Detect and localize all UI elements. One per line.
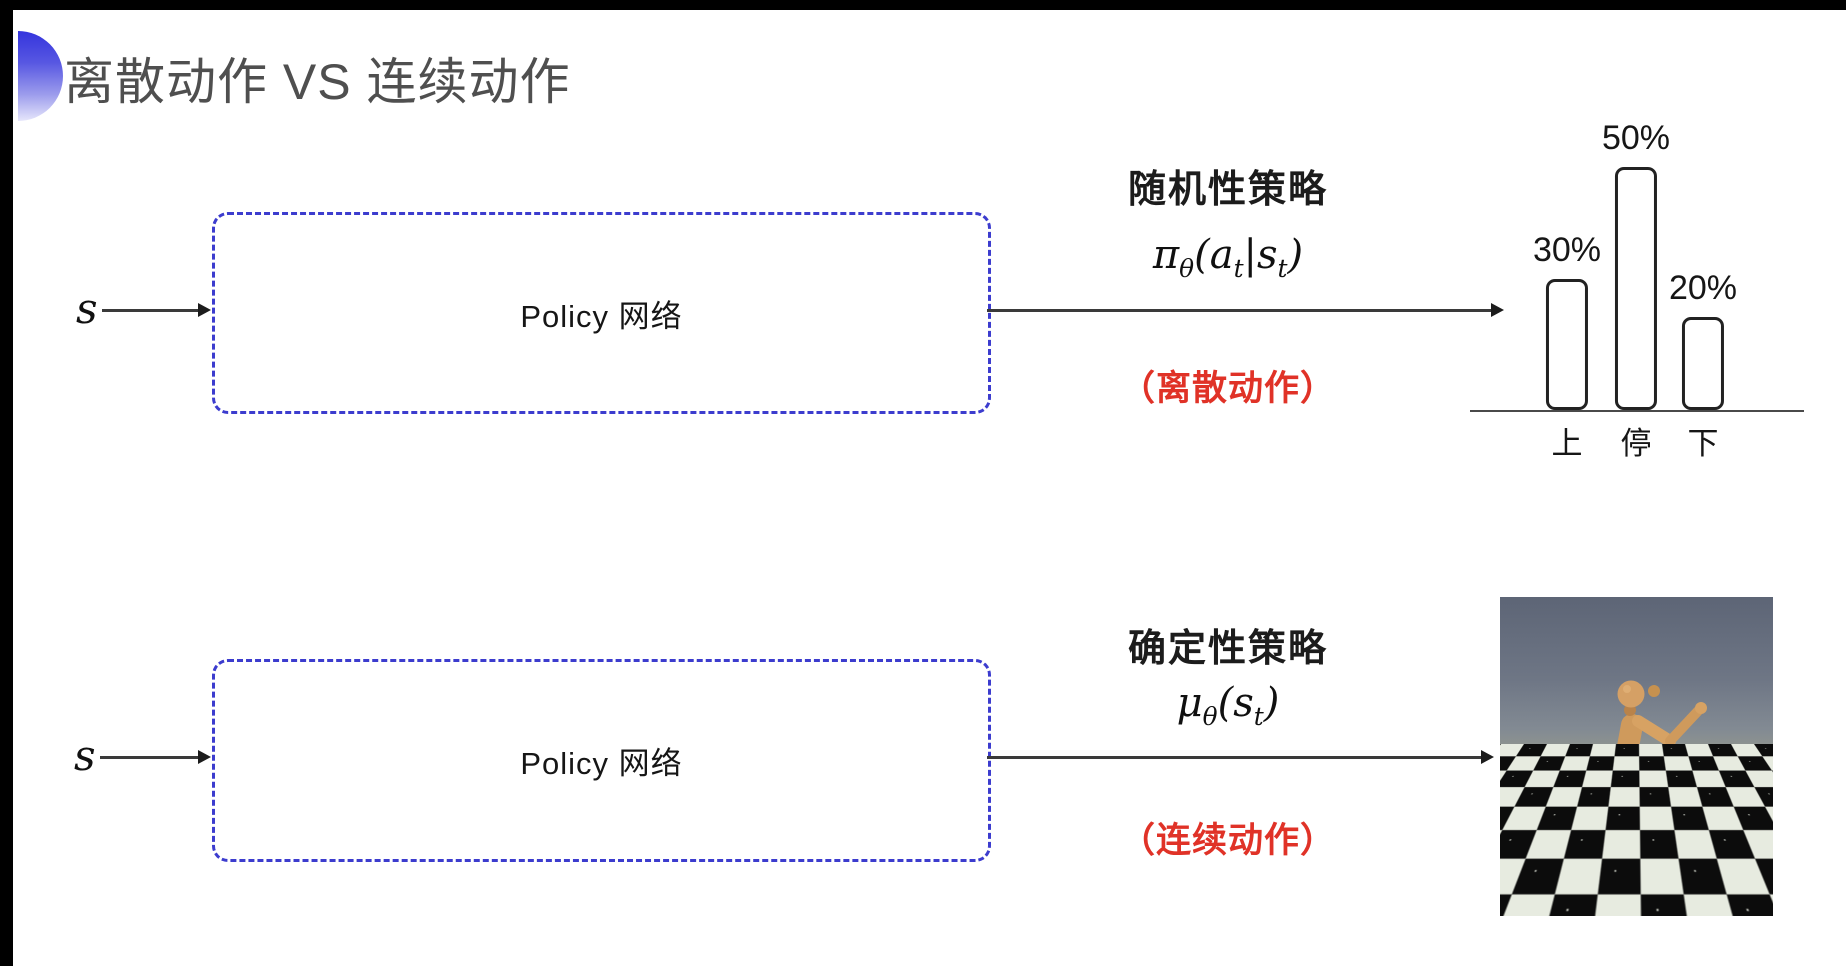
formula-arg2: |s <box>1243 232 1278 278</box>
policy-network-label-row2: Policy 网络 <box>520 746 683 781</box>
formula-arg1-subscript: t <box>1233 254 1244 283</box>
formula-arg2-subscript: t <box>1277 254 1288 283</box>
bar-up <box>1546 279 1588 410</box>
input-arrow-row1 <box>102 304 211 316</box>
policy-formula-row1: πθ(at|st) <box>1028 232 1428 283</box>
formula-arg1: (a <box>1194 232 1234 278</box>
page-title: 离散动作 VS 连续动作 <box>64 54 571 110</box>
bar-value-label: 30% <box>1532 231 1602 269</box>
policy-formula-row2: μθ(st) <box>1028 680 1428 731</box>
category-label-up: 上 <box>1551 426 1583 461</box>
policy-network-label-row1: Policy 网络 <box>520 298 683 334</box>
chart-baseline <box>1470 409 1804 412</box>
policy-type-label-row2: 确定性策略 <box>1127 628 1328 670</box>
input-arrow-row2 <box>100 751 211 763</box>
action-probability-bar-chart: 30% 50% 20% 上 停 下 <box>1470 94 1804 461</box>
policy-network-box-row2: Policy 网络 <box>212 659 991 862</box>
floor-reflection-highlight <box>1595 884 1680 904</box>
state-input-label-row2: s <box>74 731 96 780</box>
formula-close-paren: ) <box>1263 680 1280 726</box>
top-black-edge <box>0 0 1846 10</box>
output-arrow-row2 <box>987 751 1494 763</box>
state-input-label-row1: s <box>76 284 98 333</box>
bar-down <box>1682 317 1724 410</box>
formula-symbol: μ <box>1176 680 1203 726</box>
formula-arg1: (s <box>1217 680 1254 726</box>
formula-symbol: π <box>1152 232 1180 278</box>
category-label-stop: 停 <box>1620 426 1652 461</box>
formula-close-paren: ) <box>1287 232 1304 278</box>
formula-arg1-subscript: t <box>1253 702 1264 731</box>
category-label-down: 下 <box>1687 426 1719 461</box>
bar-value-label: 50% <box>1601 119 1671 157</box>
title-bullet-icon <box>18 31 63 121</box>
formula-symbol-subscript: θ <box>1202 702 1218 731</box>
bar-value-label: 20% <box>1668 269 1738 307</box>
formula-symbol-subscript: θ <box>1179 254 1195 283</box>
action-type-note-row2: （连续动作） <box>1119 821 1336 860</box>
bar-column-stop: 50% <box>1602 119 1670 410</box>
policy-network-box-row1: Policy 网络 <box>212 212 991 414</box>
policy-type-label-row1: 随机性策略 <box>1127 169 1328 211</box>
humanoid-robot-figure <box>1577 680 1707 855</box>
left-black-edge <box>0 0 13 966</box>
humanoid-robot-illustration <box>1500 597 1773 916</box>
output-arrow-row1 <box>987 304 1504 316</box>
action-type-note-row1: （离散动作） <box>1119 369 1336 408</box>
bar-column-down: 20% <box>1669 269 1737 410</box>
bar-column-up: 30% <box>1533 231 1601 410</box>
bar-stop <box>1615 167 1657 410</box>
